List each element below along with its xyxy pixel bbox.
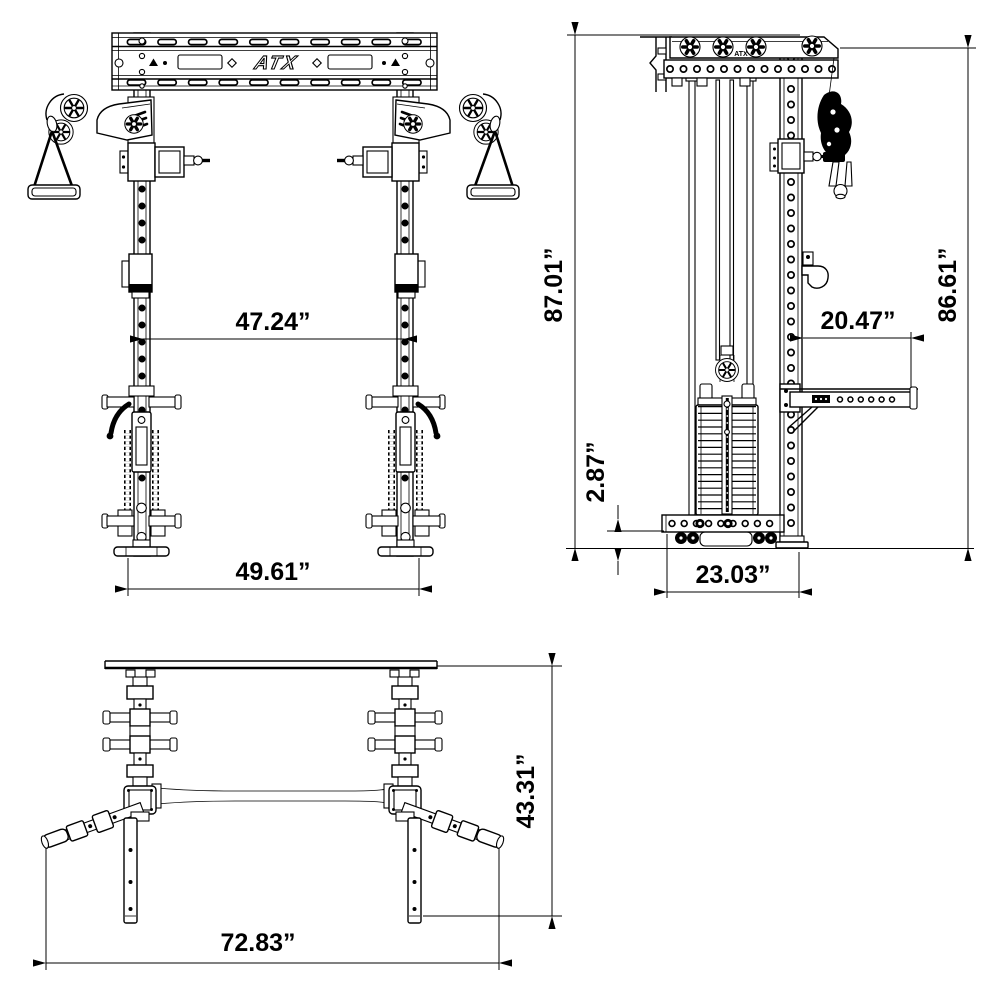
dimension-top-depth: 43.31” (423, 653, 562, 929)
top-depth-label: 43.31” (512, 753, 540, 828)
dimension-side-height-left: 87.01” (540, 22, 800, 561)
rail-bolts (138, 37, 409, 89)
weight-stack (695, 383, 759, 516)
base-frame (566, 514, 974, 549)
rail-mark-right (391, 58, 400, 66)
dimension-arm-length: 20.47” (790, 307, 924, 388)
atx-logo: ATX (252, 53, 300, 74)
arm-length-label: 20.47” (820, 307, 895, 335)
top-left-tower (38, 669, 178, 924)
ground-clearance-label: 2.87” (582, 441, 610, 502)
spotter-arm (779, 383, 918, 432)
top-right-tower (367, 669, 507, 924)
left-mid-bracket (121, 253, 153, 299)
stack-pulley (714, 345, 740, 383)
rail-mark-left (149, 58, 158, 66)
dimension-front-inner-width: 47.24” (130, 308, 417, 343)
side-swivel-pulley-and-handle (817, 57, 853, 200)
left-pulley-arm-assembly (28, 94, 210, 199)
side-upright (779, 37, 803, 547)
wall-mount-rail: ATX (111, 32, 438, 91)
base-depth-label: 23.03” (695, 561, 770, 589)
dimension-front-outer-width: 49.61” (115, 558, 432, 596)
top-total-width-label: 72.83” (220, 929, 295, 957)
side-view: ATX (540, 22, 976, 598)
side-height-right-label: 86.61” (934, 247, 962, 322)
dimension-side-height-right: 86.61” (840, 35, 976, 561)
atx-logo-small: ATX (734, 51, 748, 58)
side-trolley (769, 138, 828, 174)
front-inner-width-label: 47.24” (235, 308, 310, 336)
front-view: ATX 47.24” (28, 32, 519, 596)
right-pulley-arm-assembly (337, 94, 519, 199)
side-height-left-label: 87.01” (540, 247, 568, 322)
dimension-ground-clearance: 2.87” (582, 441, 664, 575)
j-hook (801, 251, 829, 289)
front-outer-width-label: 49.61” (235, 558, 310, 586)
crossmember (151, 783, 394, 809)
wall-line (104, 660, 438, 670)
dimension-base-depth: 23.03” (654, 534, 812, 598)
dimension-top-total-width: 72.83” (33, 848, 512, 970)
pulley-header: ATX (663, 34, 839, 87)
right-mid-bracket (394, 253, 426, 299)
top-view: 43.31” 72.83” (33, 653, 562, 970)
